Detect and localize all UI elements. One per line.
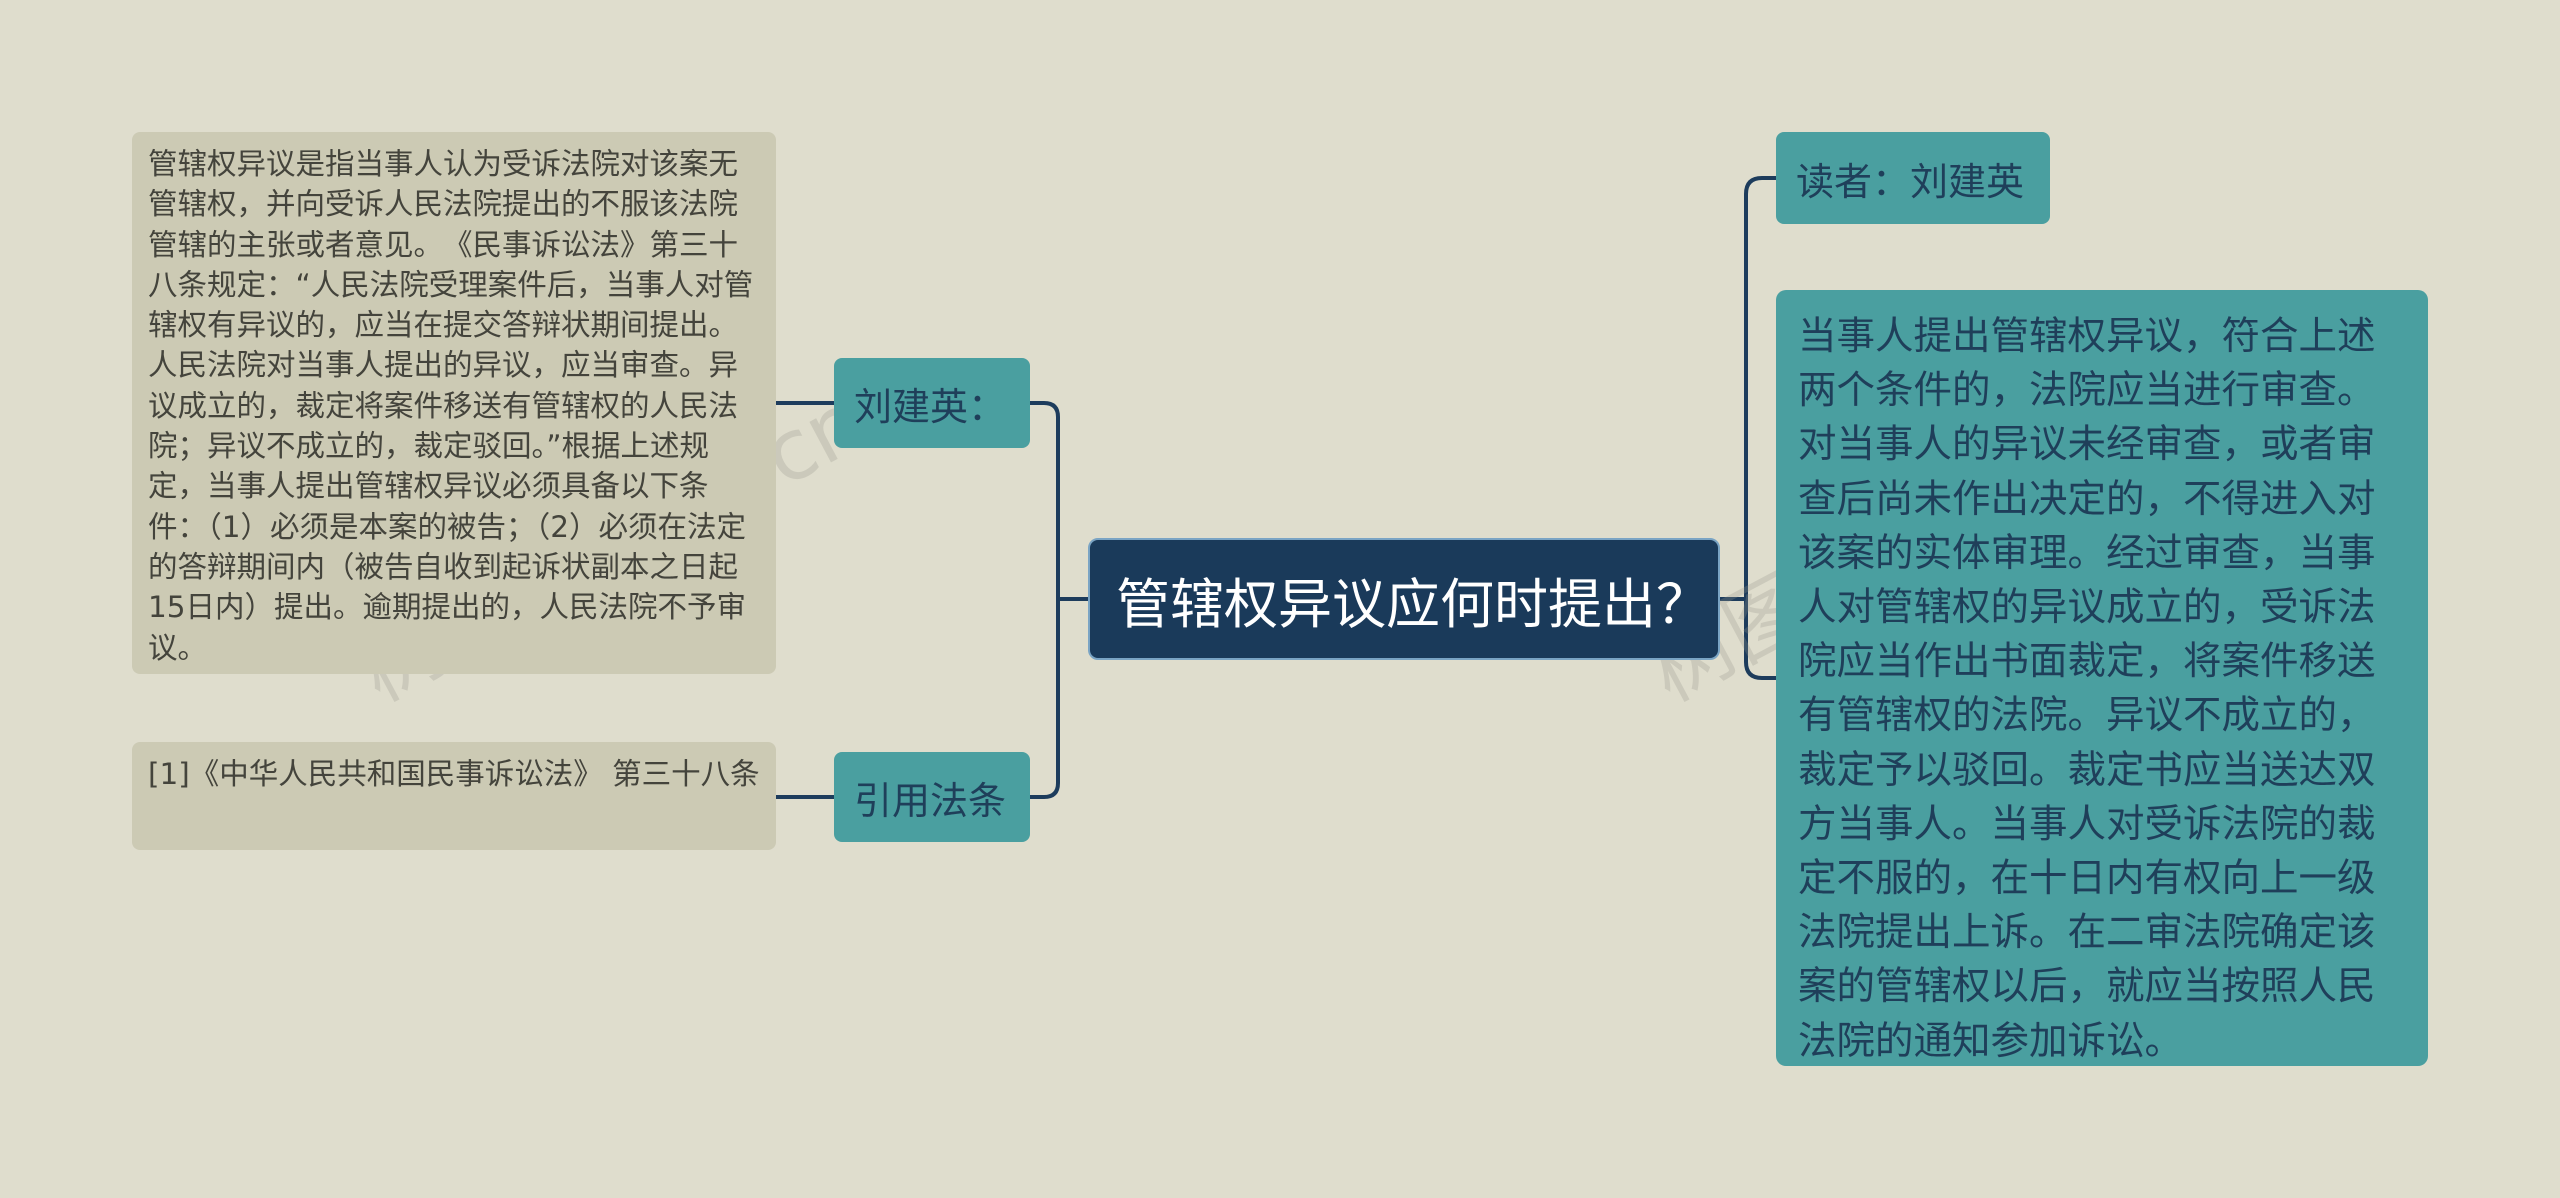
reader-node[interactable]: 读者：刘建英 [1776,132,2050,224]
left-bracket-connector [1030,401,1060,799]
answer-node[interactable]: 当事人提出管辖权异议，符合上述两个条件的，法院应当进行审查。对当事人的异议未经审… [1776,290,2428,1066]
root-topic-label: 管辖权异议应何时提出？ [1116,572,1710,636]
leaf-text: 管辖权异议是指当事人认为受诉法院对该案无管辖权，并向受诉人民法院提出的不服该法院… [148,147,754,665]
leaf-node-law-citation[interactable]: [1]《中华人民共和国民事诉讼法》 第三十八条 [132,742,776,850]
leaf-text: [1]《中华人民共和国民事诉讼法》 第三十八条 [148,757,760,791]
branch-node-liu-jianying[interactable]: 刘建英： [834,358,1030,448]
root-topic-node[interactable]: 管辖权异议应何时提出？ [1088,538,1720,660]
branch-label: 刘建英： [854,384,1007,429]
branch-node-cited-law[interactable]: 引用法条 [834,752,1030,842]
right-bracket-connector [1744,176,1776,680]
leaf-node-explanation[interactable]: 管辖权异议是指当事人认为受诉法院对该案无管辖权，并向受诉人民法院提出的不服该法院… [132,132,776,674]
answer-text: 当事人提出管辖权异议，符合上述两个条件的，法院应当进行审查。对当事人的异议未经审… [1798,314,2376,1064]
reader-label: 读者：刘建英 [1796,159,2025,204]
branch-label: 引用法条 [854,778,1007,823]
